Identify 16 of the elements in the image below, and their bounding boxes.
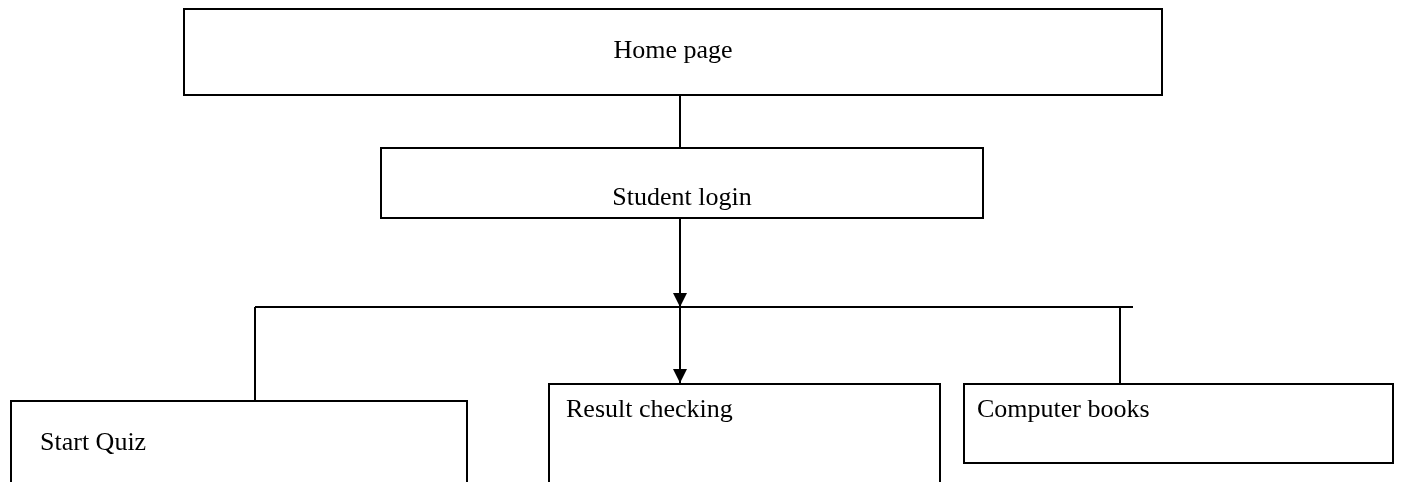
connector-line xyxy=(254,306,256,401)
process-box xyxy=(963,383,1394,464)
process-box xyxy=(10,400,468,482)
box-label: Result checking xyxy=(566,393,733,425)
arrow xyxy=(673,306,687,384)
box-label: Student login xyxy=(612,180,752,213)
process-box xyxy=(183,8,1163,96)
arrow xyxy=(673,218,687,308)
box-label: Home page xyxy=(613,34,733,66)
box-label: Start Quiz xyxy=(40,426,147,458)
bus-line xyxy=(254,306,1134,308)
connector-line xyxy=(679,95,681,148)
process-box xyxy=(548,383,941,482)
connector-line xyxy=(1119,306,1121,384)
box-label: Computer books xyxy=(977,393,1150,425)
process-box xyxy=(380,147,984,219)
